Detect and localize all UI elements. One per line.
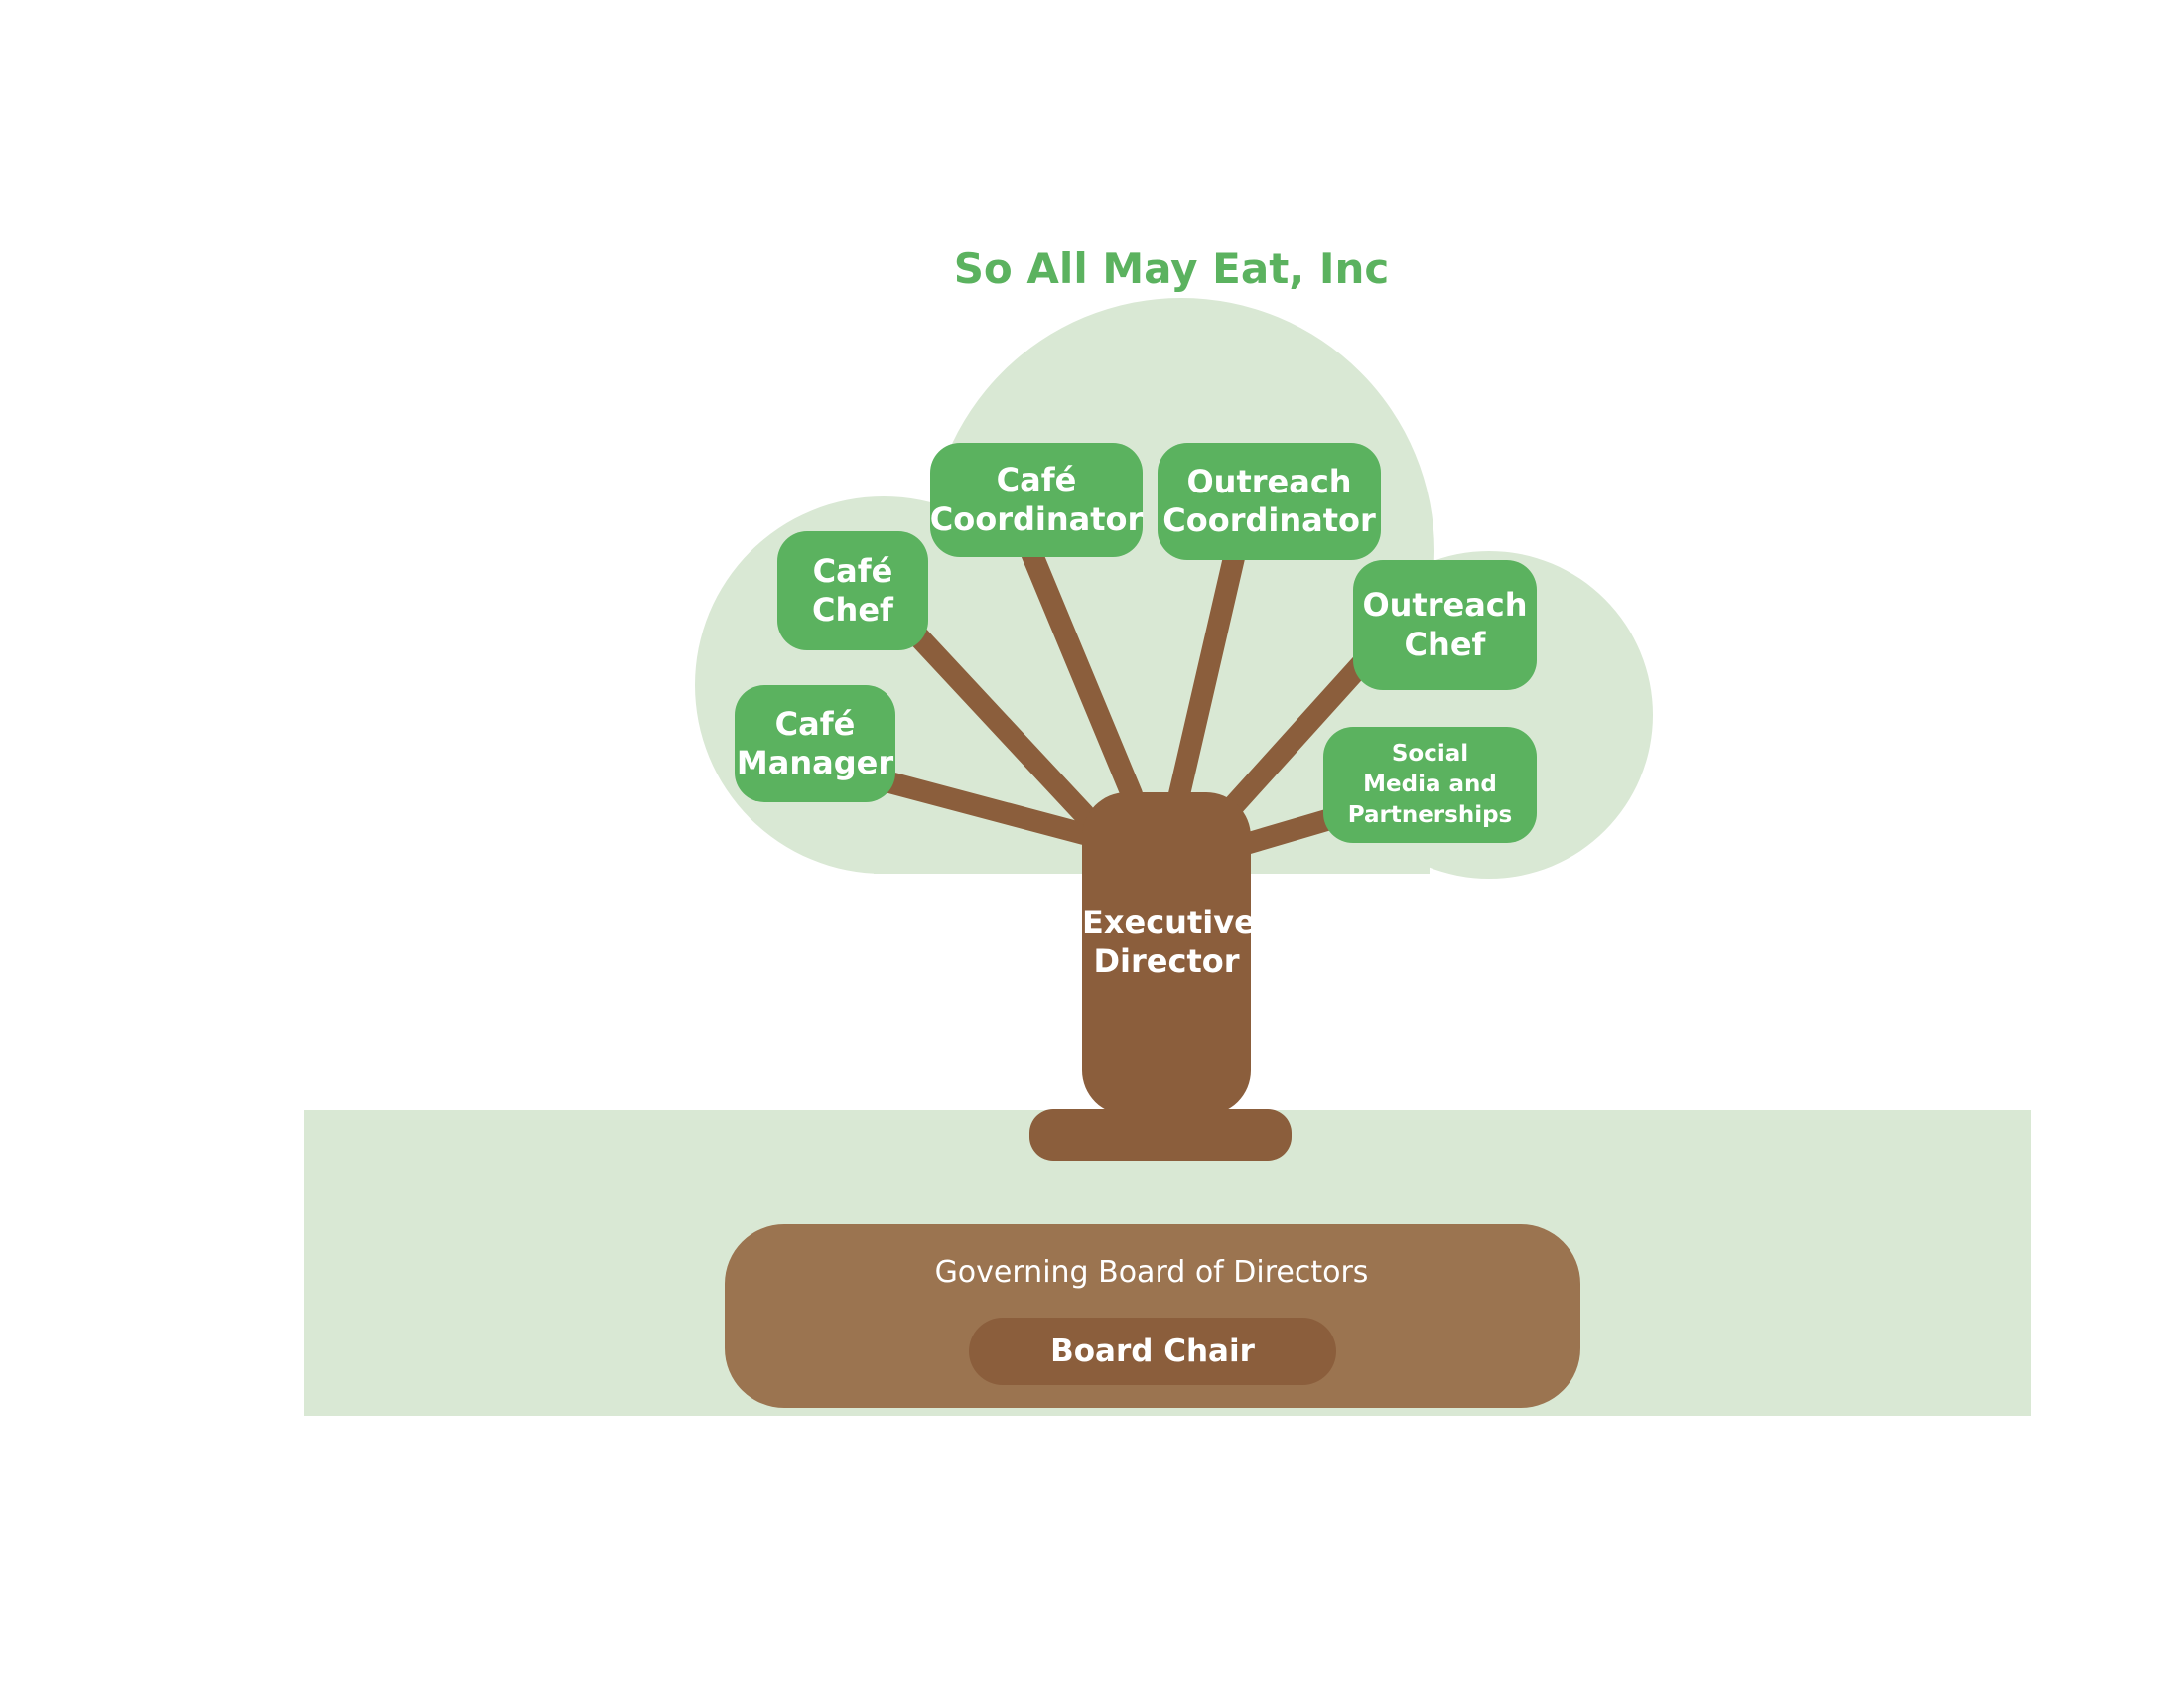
trunk-base xyxy=(1029,1109,1292,1161)
diagram-title: So All May Eat, Inc xyxy=(953,244,1390,293)
trunk xyxy=(1082,792,1251,1115)
board-chair-box xyxy=(969,1318,1336,1385)
board-chair-label: Board Chair xyxy=(1050,1334,1255,1369)
board-box xyxy=(725,1224,1580,1408)
role-social-media-partnerships: Social Media and Partnerships xyxy=(1323,727,1537,843)
branches xyxy=(868,520,1376,855)
role-cafe-coordinator: Café Coordinator xyxy=(930,443,1143,557)
governing-board-label: Governing Board of Directors xyxy=(934,1255,1369,1290)
role-outreach-chef: Outreach Chef xyxy=(1353,560,1537,690)
executive-director-label: Executive Director xyxy=(1082,904,1256,981)
role-cafe-chef: Café Chef xyxy=(777,531,928,650)
role-cafe-manager: Café Manager xyxy=(735,685,895,802)
role-outreach-coordinator: Outreach Coordinator xyxy=(1158,443,1381,560)
